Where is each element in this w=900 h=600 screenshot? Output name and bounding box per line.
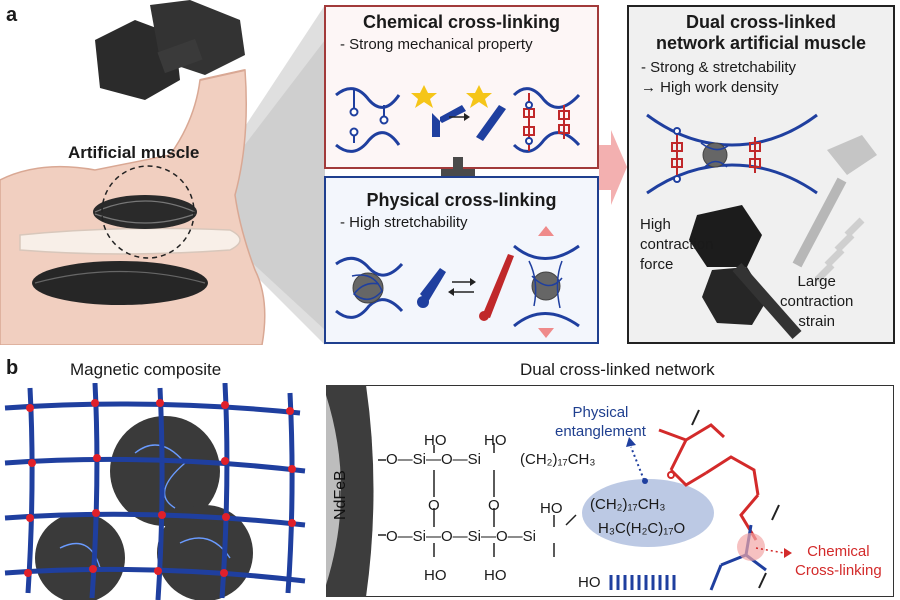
particle-label: NdFeB bbox=[332, 470, 349, 520]
ho-bottom-5: HO bbox=[484, 567, 507, 584]
ho-mid-3: HO bbox=[540, 500, 563, 517]
panel-a-letter: a bbox=[6, 4, 18, 26]
chemical-diagram bbox=[335, 85, 581, 153]
chemical-crosslinking-box: Chemical cross-linking - Strong mechanic… bbox=[324, 5, 599, 169]
composite-title: Magnetic composite bbox=[70, 360, 222, 379]
physical-diagram bbox=[335, 226, 580, 338]
si-row-1: O—Si—O—Si bbox=[386, 451, 482, 468]
magnetic-composite-illustration bbox=[4, 383, 306, 600]
entanglement-line2: entanglement bbox=[555, 423, 646, 440]
ho-top-2: HO bbox=[484, 432, 507, 449]
artificial-muscle-label: Artificial muscle bbox=[68, 143, 200, 162]
chemical-title: Chemical cross-linking bbox=[362, 12, 561, 32]
chemical-subtitle: - Strong mechanical property bbox=[340, 36, 533, 53]
dual-point2: → High work density bbox=[641, 79, 779, 96]
entanglement-line1: Physical bbox=[572, 404, 629, 421]
alkyl-chain-2: (CH₂)₁₇CH₃ bbox=[590, 496, 666, 513]
physical-title: Physical cross-linking bbox=[366, 190, 557, 210]
o-middle-1: O bbox=[428, 497, 440, 514]
alkyl-chain-1: (CH₂)₁₇CH₃ bbox=[520, 451, 596, 468]
force-line3: force bbox=[640, 256, 674, 273]
network-chemistry-diagram bbox=[326, 385, 792, 597]
chemical-crosslinking-line2: Cross-linking bbox=[795, 562, 882, 579]
ho-bottom-4: HO bbox=[424, 567, 447, 584]
dual-title-line2: network artificial muscle bbox=[655, 33, 867, 53]
o-middle-2: O bbox=[488, 497, 500, 514]
force-line1: High bbox=[640, 216, 671, 233]
plus-icon bbox=[441, 157, 475, 191]
dual-point1: - Strong & stretchability bbox=[641, 59, 797, 76]
transition-arrow-icon bbox=[599, 130, 627, 205]
physical-crosslinking-box: Physical cross-linking - High stretchabi… bbox=[324, 176, 599, 344]
panel-b-letter: b bbox=[6, 357, 19, 379]
dual-title-line1: Dual cross-linked bbox=[685, 12, 837, 32]
ho-top-1: HO bbox=[424, 432, 447, 449]
strain-line3: strain bbox=[798, 313, 836, 330]
strain-line1: Large bbox=[797, 273, 836, 290]
arm-illustration bbox=[0, 0, 325, 345]
network-title: Dual cross-linked network bbox=[520, 360, 715, 379]
dual-diagram bbox=[646, 113, 877, 339]
ho-bottom-6: HO bbox=[578, 574, 601, 591]
chemical-crosslinking-line1: Chemical bbox=[807, 543, 870, 560]
strain-line2: contraction bbox=[780, 293, 854, 310]
force-line2: contraction bbox=[640, 236, 714, 253]
physical-subtitle: - High stretchability bbox=[340, 214, 468, 231]
alkyl-chain-3: H₃C(H₂C)₁₇O bbox=[598, 520, 686, 537]
si-row-2: O—Si—O—Si—O—Si bbox=[386, 528, 537, 545]
